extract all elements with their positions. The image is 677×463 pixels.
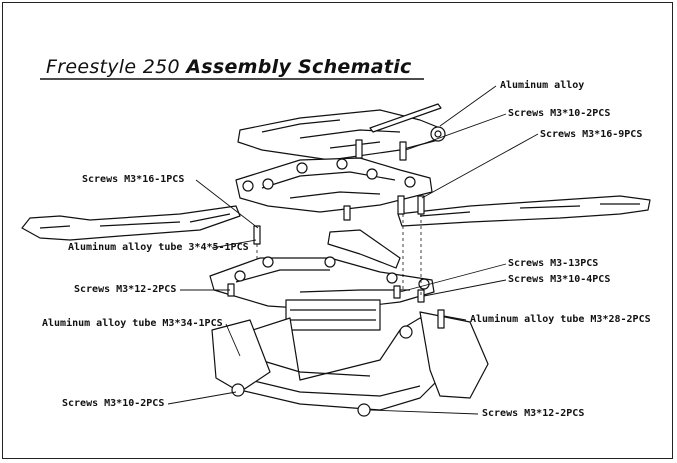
label-alu-tube-m3x28: Aluminum alloy tube M3*28-2PCS — [470, 314, 651, 325]
label-screws-m3x16-1: Screws M3*16-1PCS — [82, 174, 185, 185]
lower-body-plate — [209, 257, 435, 311]
title-main: Freestyle 250 — [46, 56, 180, 78]
label-screws-m3x10-2-top: Screws M3*10-2PCS — [508, 108, 611, 119]
label-screws-m3x16-9: Screws M3*16-9PCS — [540, 129, 643, 140]
label-alu-tube-3x4x5: Aluminum alloy tube 3*4*5-1PCS — [68, 242, 249, 253]
aluminum-rod — [369, 103, 442, 133]
diagram-title: Freestyle 250 Assembly Schematic — [46, 56, 412, 78]
right-side-plate — [419, 311, 489, 399]
left-side-plate — [211, 319, 271, 393]
label-screws-m3x12-2-left: Screws M3*12-2PCS — [74, 284, 177, 295]
right-arm — [397, 195, 651, 227]
label-screws-m3x12-2-bottom: Screws M3*12-2PCS — [482, 408, 585, 419]
label-alu-tube-m3x34: Aluminum alloy tube M3*34-1PCS — [42, 318, 223, 329]
label-screws-m3-13: Screws M3-13PCS — [508, 258, 599, 269]
leader-lines — [167, 85, 539, 415]
top-plate-cutouts — [261, 119, 401, 149]
frame-border — [2, 2, 673, 459]
electronics-stack — [285, 299, 381, 331]
label-screws-m3x10-2-bottom: Screws M3*10-2PCS — [62, 398, 165, 409]
label-screws-m3x10-4: Screws M3*10-4PCS — [508, 274, 611, 285]
middle-angled-plate — [327, 229, 401, 269]
left-arm — [21, 205, 241, 241]
title-emphasis: Assembly Schematic — [186, 56, 412, 78]
label-aluminum-alloy: Aluminum alloy — [500, 80, 585, 91]
